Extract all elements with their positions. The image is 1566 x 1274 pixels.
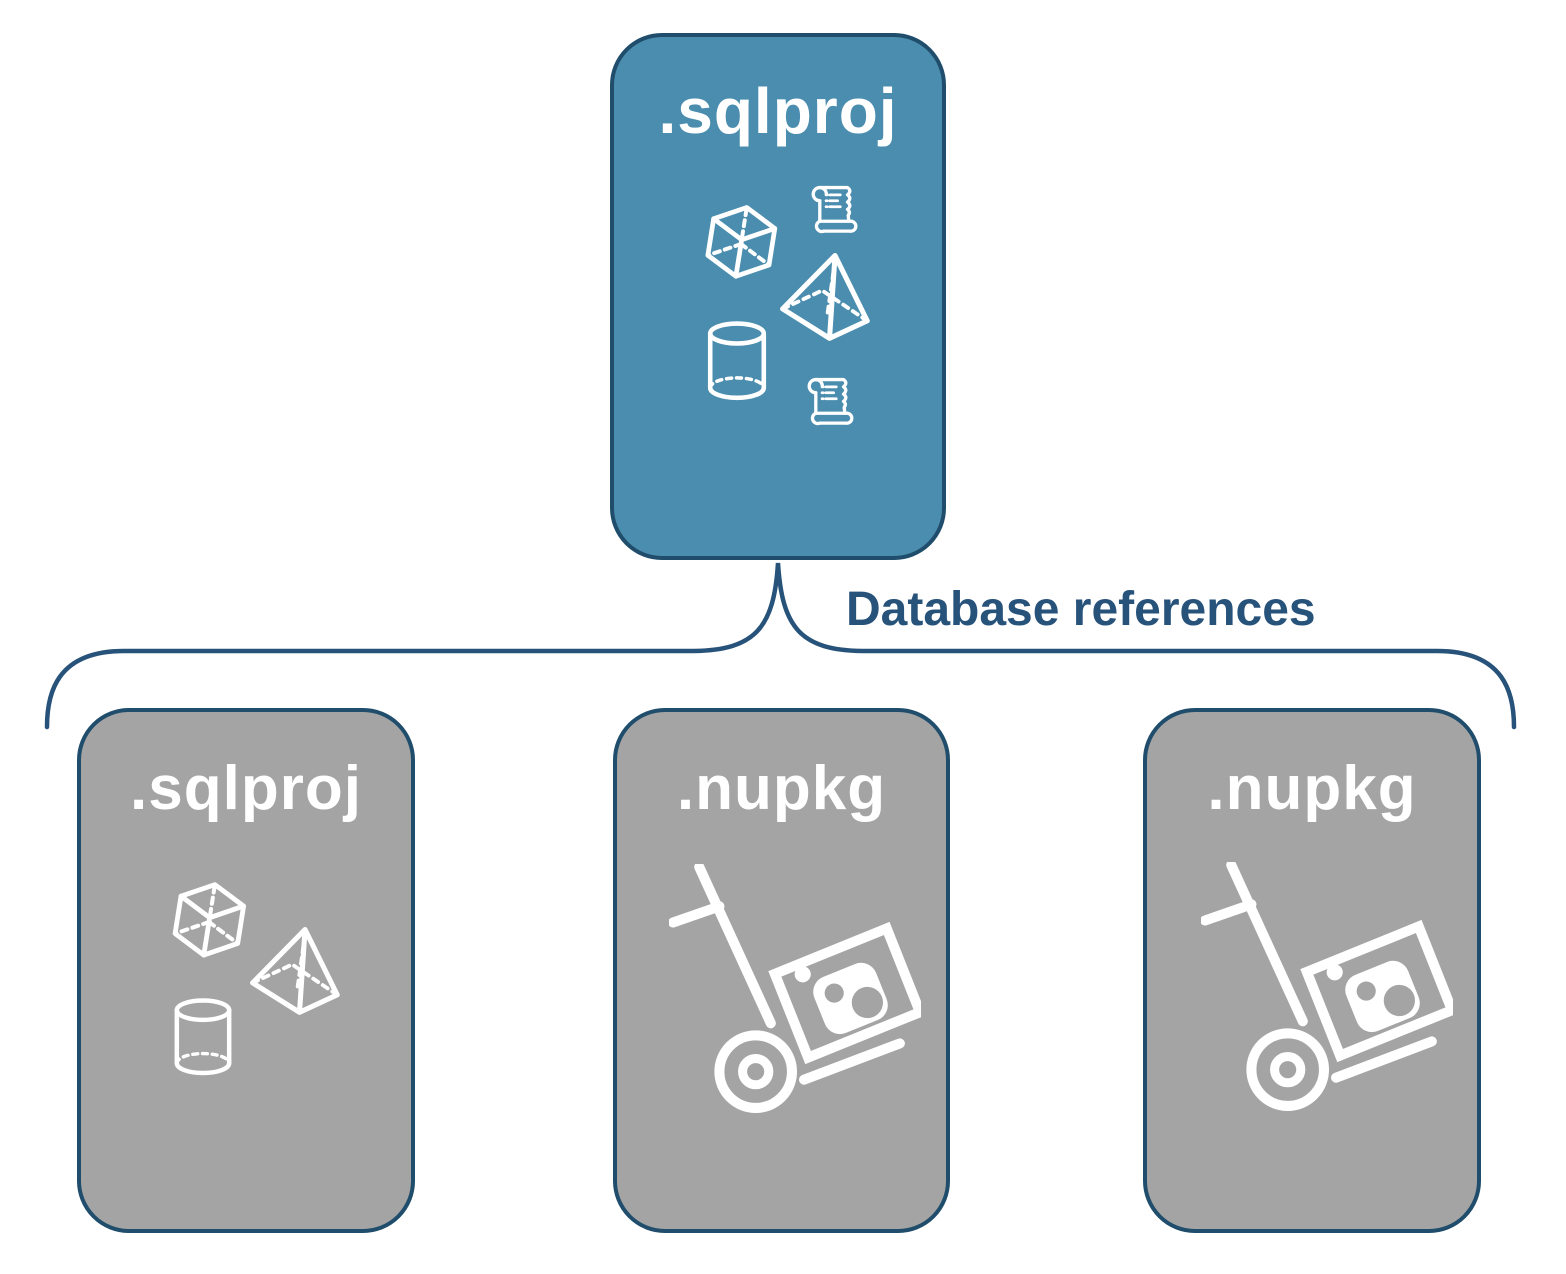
pyramid-icon (772, 250, 876, 342)
reference-box-label: .nupkg (676, 754, 887, 823)
cube-icon (165, 878, 253, 966)
cylinder-icon (169, 996, 237, 1082)
reference-box-label: .sqlproj (130, 754, 362, 823)
root-box-sqlproj: .sqlproj (610, 33, 946, 560)
scroll-icon (800, 175, 866, 249)
reference-box-sqlproj: .sqlproj (77, 708, 415, 1233)
reference-box-nupkg-2: .nupkg (1143, 708, 1481, 1233)
nuget-package-hand-truck-icon (669, 864, 921, 1116)
nuget-package-hand-truck-icon (1201, 862, 1453, 1114)
scroll-icon (796, 367, 862, 441)
root-box-label: .sqlproj (658, 75, 898, 147)
reference-box-nupkg-1: .nupkg (613, 708, 950, 1233)
pyramid-icon (243, 924, 345, 1016)
reference-box-label: .nupkg (1207, 754, 1417, 823)
cylinder-icon (702, 319, 772, 407)
connector-label: Database references (846, 583, 1316, 636)
